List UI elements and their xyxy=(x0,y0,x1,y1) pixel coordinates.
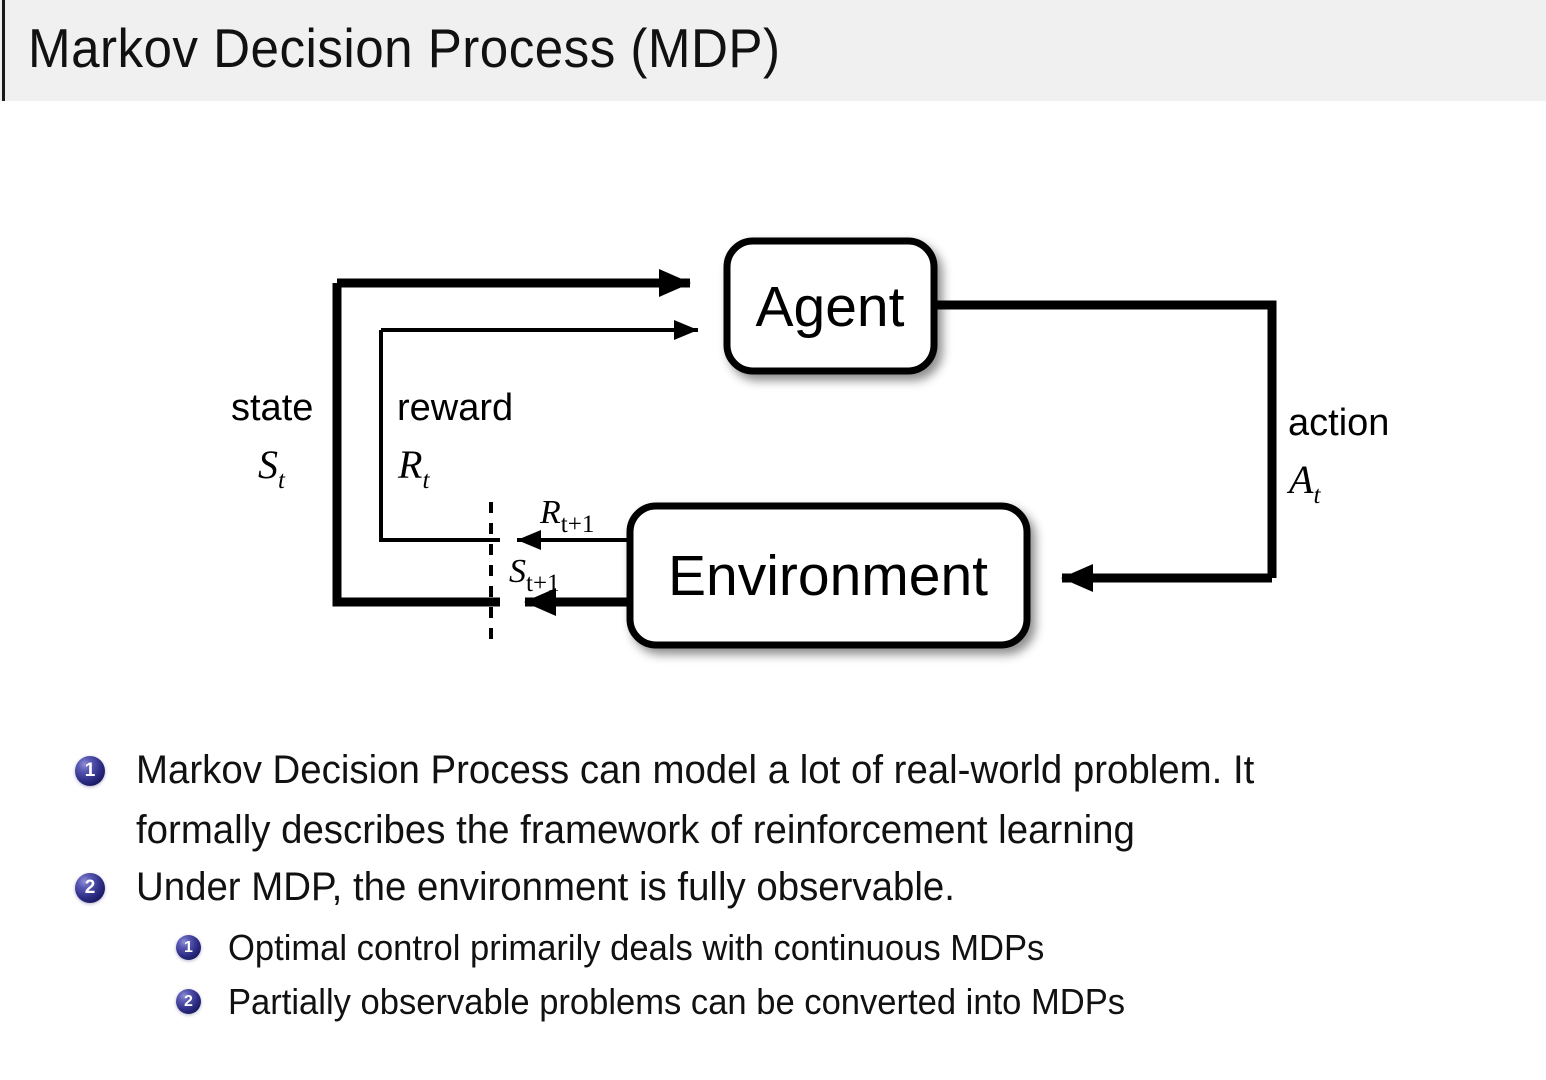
sub-bullet-badge-2: 2 xyxy=(176,989,201,1014)
bullet-text: Partially observable problems can be con… xyxy=(228,975,1476,1029)
list-item[interactable]: 1 Optimal control primarily deals with c… xyxy=(0,919,1546,973)
action-label-word: action xyxy=(1288,402,1389,444)
reward-label-word: reward xyxy=(397,387,513,429)
state-arrow-path xyxy=(332,269,691,607)
bullet-line: Partially observable problems can be con… xyxy=(228,981,1126,1022)
bullet-line: formally describes the framework of rein… xyxy=(136,808,1135,852)
environment-box-label: Environment xyxy=(668,544,988,608)
bullet-line: Markov Decision Process can model a lot … xyxy=(136,748,1255,792)
header-left-rule xyxy=(2,0,5,101)
reward-label-symbol: Rt xyxy=(397,442,430,494)
page-title: Markov Decision Process (MDP) xyxy=(28,17,781,79)
mdp-diagram: Agent Environment state St reward Rt act… xyxy=(0,110,1546,690)
agent-box xyxy=(723,237,938,375)
action-label-symbol: At xyxy=(1286,457,1321,509)
environment-box xyxy=(626,502,1031,649)
action-arrow-path xyxy=(935,300,1277,592)
slide-header: Markov Decision Process (MDP) xyxy=(0,0,1546,101)
reward-next-label: Rt+1 xyxy=(539,494,594,538)
bullet-badge-2: 2 xyxy=(75,873,105,903)
state-label-word: state xyxy=(231,387,313,429)
bullet-text: Under MDP, the environment is fully obse… xyxy=(136,857,1480,917)
sub-bullet-badge-1: 1 xyxy=(176,935,201,960)
agent-box-label: Agent xyxy=(756,275,905,339)
reward-arrow-path xyxy=(379,320,698,542)
bullet-badge-1: 1 xyxy=(75,756,105,786)
list-item[interactable]: 2 Under MDP, the environment is fully ob… xyxy=(0,853,1546,919)
list-item[interactable]: 2 Partially observable problems can be c… xyxy=(0,973,1546,1027)
list-item[interactable]: 1 Markov Decision Process can model a lo… xyxy=(0,735,1546,853)
bullet-text: Optimal control primarily deals with con… xyxy=(228,921,1476,975)
state-label-symbol: St xyxy=(258,442,286,494)
bullet-line: Optimal control primarily deals with con… xyxy=(228,927,1045,968)
bullet-line: Under MDP, the environment is fully obse… xyxy=(136,865,955,909)
bullet-list: 1 Markov Decision Process can model a lo… xyxy=(0,735,1546,1027)
state-next-label: St+1 xyxy=(509,553,560,597)
bullet-text: Markov Decision Process can model a lot … xyxy=(136,740,1480,860)
